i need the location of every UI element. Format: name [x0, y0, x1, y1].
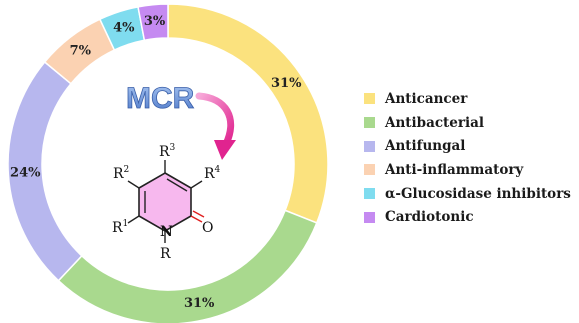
donut-value-label: 7%	[70, 44, 92, 59]
legend-swatch	[364, 188, 375, 200]
atom-r-nitrogen-substituent: R	[160, 246, 171, 262]
legend-label: Anticancer	[385, 90, 468, 107]
legend-swatch	[364, 117, 375, 129]
donut-slices	[7, 3, 329, 323]
reaction-arrow-icon	[195, 92, 235, 148]
legend-swatch	[364, 164, 375, 176]
legend-item: Anticancer	[364, 87, 574, 111]
legend-item: Cardiotonic	[364, 205, 574, 229]
atom-oxygen: O	[202, 220, 213, 236]
atom-r1: R1	[112, 219, 128, 236]
pyridinone-ring	[138, 172, 192, 232]
legend-item: Antifungal	[364, 134, 574, 158]
donut-value-label: 3%	[144, 14, 166, 29]
legend-label: Anti-inflammatory	[385, 161, 524, 178]
donut-value-label: 31%	[271, 76, 302, 91]
legend-item: Antibacterial	[364, 111, 574, 135]
atom-r2: R2	[113, 165, 129, 182]
legend-label: Antibacterial	[385, 114, 485, 131]
legend-item: α-Glucosidase inhibitors	[364, 182, 574, 206]
legend-swatch	[364, 93, 375, 105]
legend-label: Antifungal	[385, 138, 466, 155]
donut-value-label: 24%	[10, 165, 41, 180]
pyridinone-structure: R3 R2 R4 R1 R N O	[112, 143, 221, 262]
donut-value-label: 4%	[113, 20, 135, 35]
legend-swatch	[364, 140, 375, 152]
atom-nitrogen: N	[160, 224, 173, 240]
donut-slice-cardiotonic	[137, 3, 169, 42]
center-illustration: MCR R3 R2 R4 R1 R N O	[112, 82, 236, 262]
reaction-arrowhead-icon	[214, 140, 236, 160]
legend-label: Cardiotonic	[385, 209, 474, 226]
mcr-badge: MCR	[126, 82, 195, 115]
donut-value-labels: 31% 31% 24% 7% 4% 3%	[10, 14, 302, 311]
legend-label: α-Glucosidase inhibitors	[385, 185, 571, 202]
legend-item: Anti-inflammatory	[364, 158, 574, 182]
atom-r4: R4	[204, 165, 221, 182]
donut-value-label: 31%	[184, 296, 215, 311]
legend-swatch	[364, 211, 375, 223]
atom-r3: R3	[159, 143, 176, 160]
